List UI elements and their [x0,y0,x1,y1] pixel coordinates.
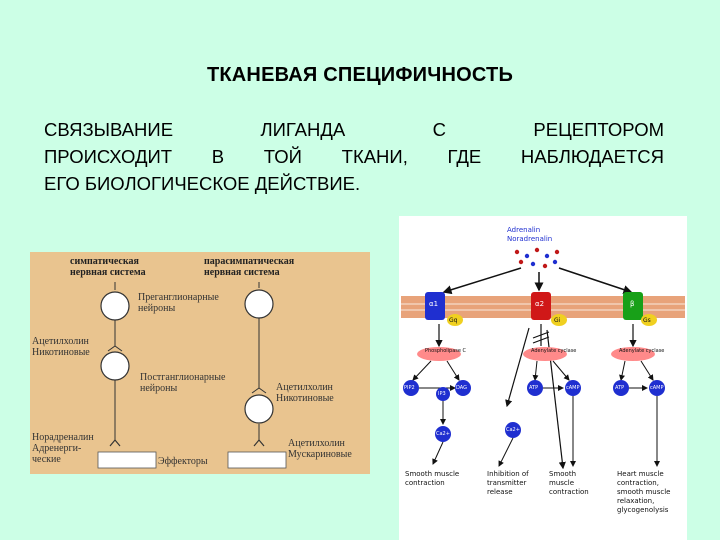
preganglionic-neuron-left [100,291,130,321]
paragraph-line-3: ЕГО БИОЛОГИЧЕСКОЕ ДЕЙСТВИЕ. [44,173,361,194]
label-postganglionic: Постганглионарные нейроны [140,372,226,394]
receptor-drawing [401,247,685,470]
label-gq: Gq [449,317,458,324]
word: ПРОИСХОДИТ [44,146,173,167]
word: НАБЛЮДАЕТСЯ [520,146,664,167]
slide-title: ТКАНЕВАЯ СПЕЦИФИЧНОСТЬ [206,64,514,86]
g-protein-s [641,314,657,326]
adenylate-cyclase-1 [523,347,567,361]
paragraph-line-2: ПРОИСХОДИТ В ТОЙ ТКАНИ, ГДЕ НАБЛЮДАЕТСЯ [44,143,664,170]
adenylate-cyclase-2 [611,347,655,361]
word: ГДЕ [447,146,482,167]
outcome-4: Heart muscle contraction, smooth muscle … [617,470,671,514]
outcome-1: Smooth muscle contraction [405,470,460,487]
label-beta: β [630,300,635,308]
label-preganglionic: Преганглионарные нейроны [138,292,219,314]
label-sympathetic: симпатическая нервная система [70,256,146,278]
g-protein-i [551,314,567,326]
label-parasympathetic: парасимпатическая нервная система [204,256,295,278]
label-ca-2: Ca2+ [506,427,520,433]
label-ca-1: Ca2+ [436,431,450,437]
label-acetylcholine-nicotinic-left: Ацетилхолин Никотиновые [32,336,90,358]
postganglionic-neuron-right [244,394,274,424]
word: СВЯЗЫВАНИЕ [44,119,174,140]
nervous-system-drawing [97,282,287,469]
postganglionic-neuron-left [100,351,130,381]
label-pip2: PIP2 [404,385,415,391]
label-camp-1: cAMP [566,385,580,391]
effector-box-left [97,451,157,469]
label-phospholipase-c: Phospholipase C [425,348,467,354]
label-gi: Gi [554,317,561,324]
phospholipase-c [417,347,461,361]
outcome-3: Smooth muscle contraction [549,470,589,496]
word: ЛИГАНДА [260,119,346,140]
label-alpha1: α1 [429,300,439,308]
nervous-system-diagram: симпатическая нервная система парасимпат… [30,252,370,474]
label-ip3: IP3 [438,391,446,397]
label-gs: Gs [643,317,651,324]
label-camp-2: cAMP [650,385,664,391]
effector-box-right [227,451,287,469]
label-atp-1: ATP [529,385,539,391]
word: ТОЙ [263,146,302,167]
receptor-beta [623,292,643,320]
word: В [211,146,225,167]
label-alpha2: α2 [535,300,545,308]
word: С [432,119,447,140]
receptor-alpha2 [531,292,551,320]
ligand-dots [514,247,560,269]
word: РЕЦЕПТОРОМ [533,119,664,140]
outcome-2: Inhibition of transmitter release [487,470,529,496]
word: ТКАНИ, [341,146,408,167]
label-effectors: Эффекторы [158,456,208,467]
label-acetylcholine-muscarinic: Ацетилхолин Мускариновые [288,438,352,460]
label-ligands: Adrenalin Noradrenalin [507,226,553,243]
label-atp-2: ATP [615,385,625,391]
g-protein-q [447,314,463,326]
label-dag: DAG [456,385,467,391]
label-adenylate-cyclase-2: Adenylate cyclase [619,348,665,354]
receptor-alpha1 [425,292,445,320]
label-noradrenaline: Норадреналин Адренерги- ческие [32,432,94,465]
label-adenylate-cyclase-1: Adenylate cyclase [531,348,577,354]
label-acetylcholine-nicotinic-right: Ацетилхолин Никотиновые [276,382,334,404]
paragraph-line-1: СВЯЗЫВАНИЕ ЛИГАНДА С РЕЦЕПТОРОМ [44,116,664,143]
preganglionic-neuron-right [244,289,274,319]
receptor-signaling-diagram: Adrenalin Noradrenalin α1 α2 β Gq Gi Gs … [399,216,687,540]
